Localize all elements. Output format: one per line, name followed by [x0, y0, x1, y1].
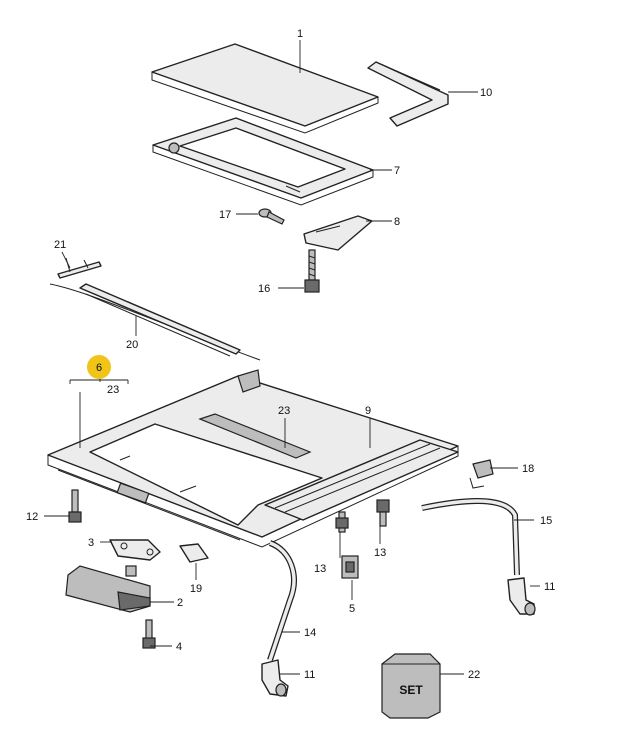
callout-10[interactable]: 10 [480, 87, 492, 99]
part-10-seal-strip[interactable] [367, 61, 449, 127]
part-9-side-rail[interactable] [264, 439, 459, 521]
callout-9[interactable]: 9 [365, 405, 371, 417]
leader-lines [44, 40, 540, 675]
callout-3[interactable]: 3 [88, 537, 94, 549]
callout-13-b[interactable]: 13 [374, 547, 386, 559]
part-19-clip[interactable] [179, 543, 209, 563]
part-22-set-box[interactable]: SET [381, 653, 441, 719]
part-13-bolt-b[interactable] [376, 499, 390, 527]
part-16-bolt[interactable] [304, 249, 320, 293]
part-1-glass-panel[interactable] [151, 43, 379, 134]
callout-22[interactable]: 22 [468, 669, 480, 681]
part-5-nut[interactable] [341, 555, 359, 579]
part-23-strip[interactable] [198, 413, 312, 459]
part-13-bolt-a[interactable] [335, 511, 349, 533]
part-11-elbow-right[interactable] [507, 577, 536, 616]
callout-2[interactable]: 2 [177, 597, 183, 609]
callout-7[interactable]: 7 [394, 165, 400, 177]
callout-12[interactable]: 12 [26, 511, 38, 523]
callout-23-b[interactable]: 23 [278, 405, 290, 417]
callout-5[interactable]: 5 [349, 603, 355, 615]
part-18-connector[interactable] [469, 459, 494, 489]
callout-6[interactable]: 6 [96, 362, 102, 374]
set-box-label: SET [399, 683, 423, 697]
callout-15[interactable]: 15 [540, 515, 552, 527]
callout-16[interactable]: 16 [258, 283, 270, 295]
callout-14[interactable]: 14 [304, 627, 316, 639]
part-12-bolt[interactable] [68, 489, 82, 523]
part-15-drain-hose[interactable] [421, 498, 520, 576]
part-7-inner-frame[interactable] [152, 117, 374, 206]
part-21-clip[interactable] [57, 257, 102, 279]
part-6-frame-assembly[interactable] [47, 369, 459, 548]
part-3-plate[interactable] [109, 539, 161, 561]
callout-4[interactable]: 4 [176, 641, 182, 653]
callout-19[interactable]: 19 [190, 583, 202, 595]
callout-13-a[interactable]: 13 [314, 563, 326, 575]
callout-11-b[interactable]: 11 [304, 669, 315, 681]
callout-23-a[interactable]: 23 [107, 384, 119, 396]
callout-1[interactable]: 1 [297, 28, 303, 40]
callout-18[interactable]: 18 [522, 463, 534, 475]
part-2-motor[interactable] [65, 565, 151, 613]
callout-17[interactable]: 17 [219, 209, 231, 221]
callout-labels: 1 10 7 17 8 21 16 20 6 23 23 9 18 12 15 … [26, 28, 555, 681]
highlight-marker [87, 355, 111, 379]
part-14-drain-hose[interactable] [267, 540, 297, 661]
callout-8[interactable]: 8 [394, 216, 400, 228]
part-4-bolt[interactable] [142, 619, 156, 649]
callout-11-a[interactable]: 11 [544, 581, 555, 593]
part-20-rail[interactable] [49, 283, 261, 361]
part-17-screw[interactable] [258, 208, 285, 225]
part-8-bracket[interactable] [303, 215, 373, 251]
callout-21[interactable]: 21 [54, 239, 66, 251]
callout-20[interactable]: 20 [126, 339, 138, 351]
part-11-elbow-left[interactable] [261, 659, 289, 697]
